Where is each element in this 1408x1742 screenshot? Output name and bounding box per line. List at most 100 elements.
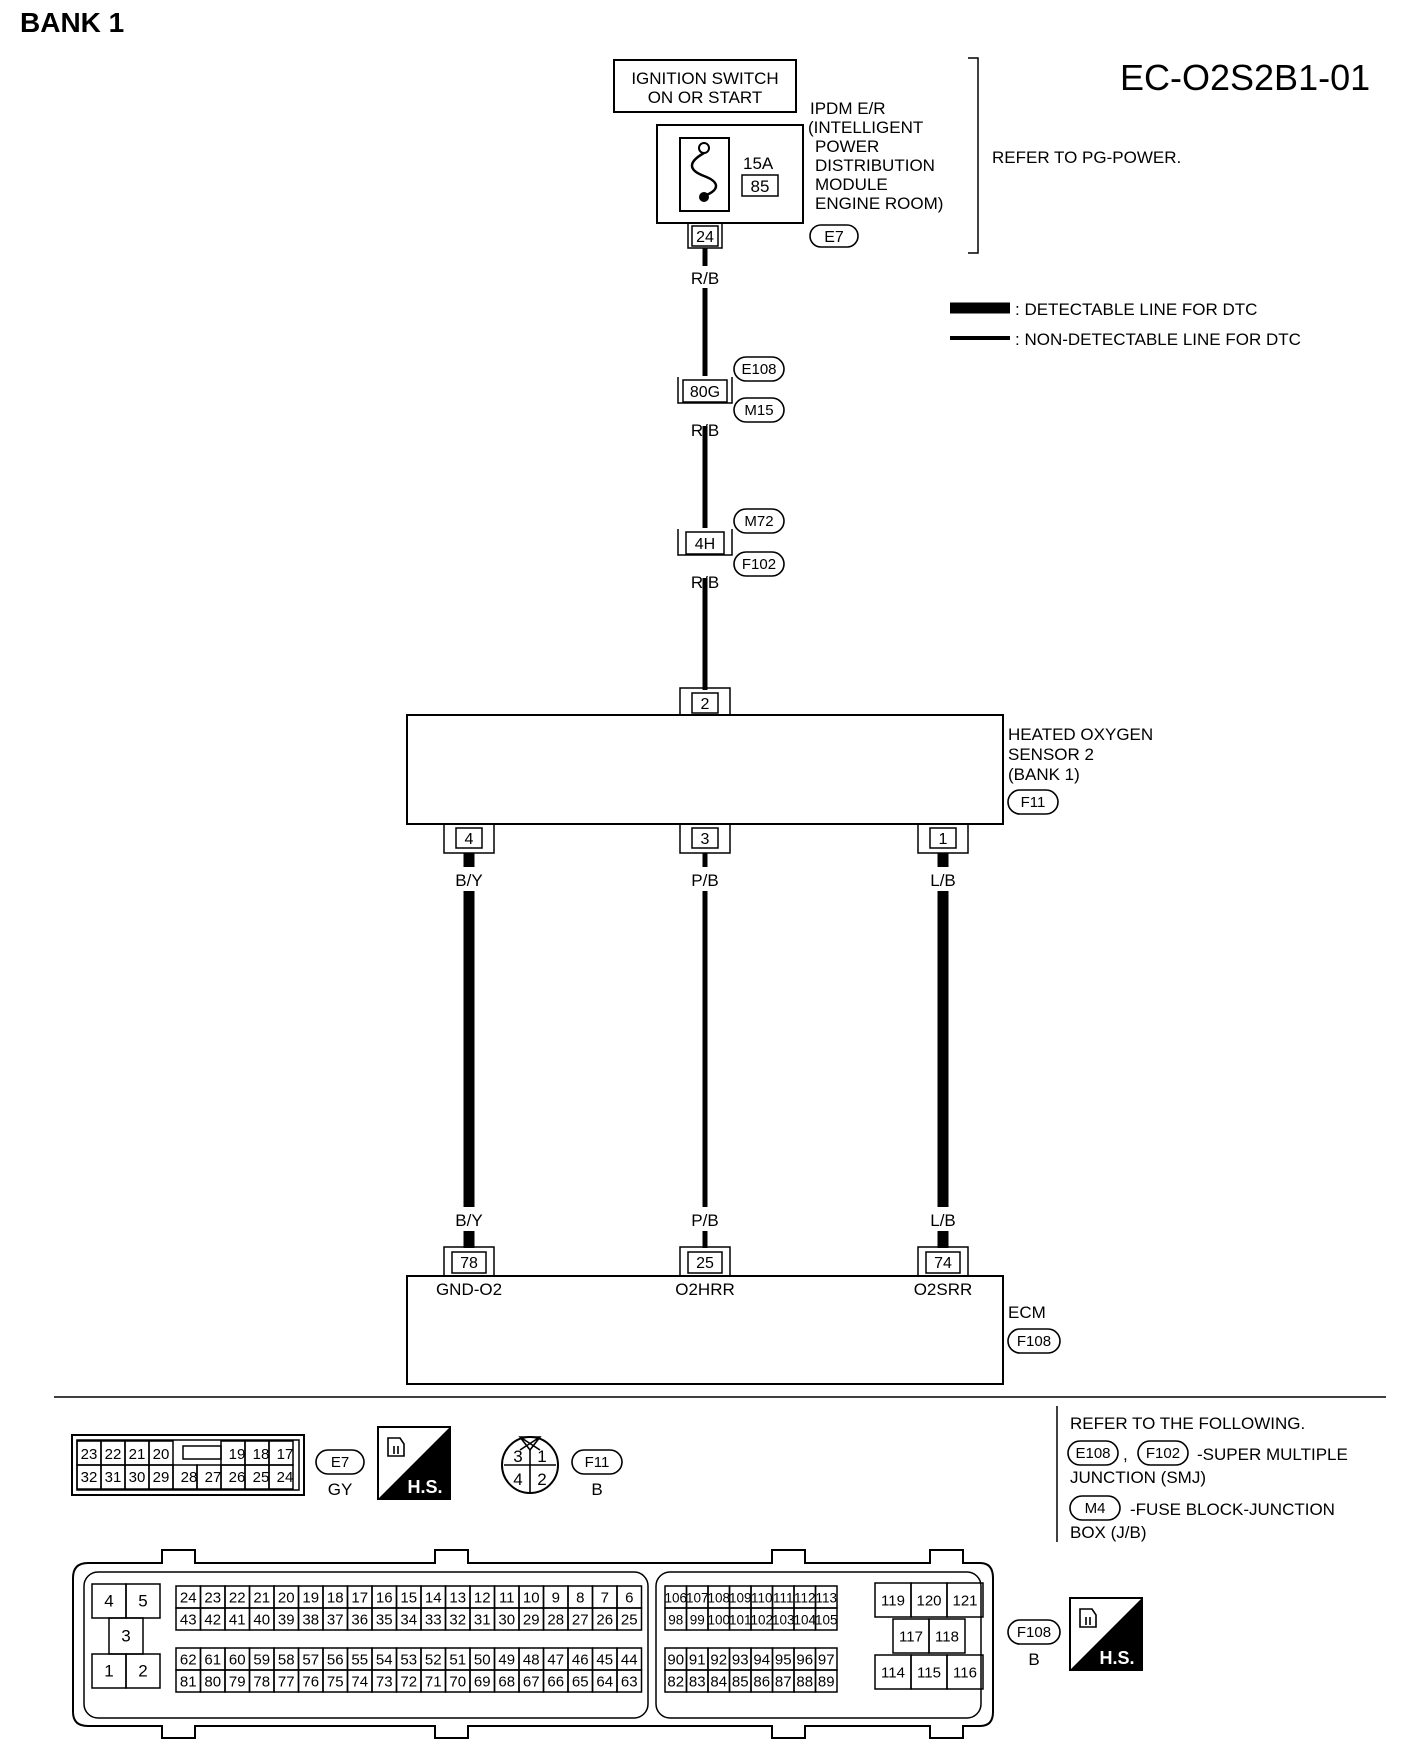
ecm-pin: 48	[523, 1652, 540, 1669]
ecm-pin-cell	[616, 1669, 643, 1693]
ecm-pin: 111	[773, 1591, 794, 1606]
ecm-pin: 88	[796, 1674, 813, 1691]
power-refer-bracket	[968, 57, 979, 254]
m15-badge	[733, 397, 785, 423]
ecm-pin: 103	[772, 1613, 795, 1628]
ecm-pin: 68	[498, 1674, 515, 1691]
sensor-pin-2-bracket	[679, 687, 731, 715]
ecm-pin: 2	[138, 1662, 147, 1681]
ecm-pin: 35	[376, 1612, 393, 1629]
ecm-pin: 8	[576, 1590, 584, 1607]
ecm-pin: 52	[425, 1652, 442, 1669]
refer-separator: ,	[1123, 1445, 1128, 1464]
e108-badge-label: E108	[741, 361, 776, 378]
fuse-number-box	[741, 174, 779, 197]
ecm-pin: 12	[474, 1590, 491, 1607]
f102-badge	[733, 551, 785, 577]
ecm-pin: 16	[376, 1590, 393, 1607]
ecm-label: ECM	[1008, 1303, 1046, 1322]
e7-pin: 20	[153, 1446, 170, 1463]
ecm-pin-25-bracket	[679, 1246, 731, 1276]
ecm-pin: 83	[689, 1674, 706, 1691]
junction-80g-bracket	[677, 377, 733, 404]
ecm-pin: 60	[229, 1652, 246, 1669]
e7-badge	[809, 224, 859, 248]
ecm-pin: 9	[552, 1590, 560, 1607]
ecm-pin: 14	[425, 1590, 442, 1607]
ecm-pin: 80	[204, 1674, 221, 1691]
e7-pin: 21	[129, 1446, 146, 1463]
ecm-pin: 110	[751, 1591, 773, 1606]
f11-badge-face	[571, 1449, 623, 1475]
refer-smj-text-1: -SUPER MULTIPLE	[1197, 1445, 1348, 1464]
refer-m4-label: M4	[1085, 1500, 1106, 1517]
f11-badge-label: F11	[1021, 794, 1046, 811]
ecm-pin: 70	[449, 1674, 466, 1691]
supply-color-1: R/B	[691, 269, 719, 288]
ipdm-line-2: (INTELLIGENT	[808, 118, 923, 137]
ecm-pin: 100	[707, 1613, 730, 1628]
ecm-pin-78-bracket	[443, 1246, 495, 1276]
ecm-pin: 40	[253, 1612, 270, 1629]
ecm-pin: 104	[793, 1613, 816, 1628]
ecm-pin: 42	[204, 1612, 221, 1629]
ipdm-line-5: MODULE	[815, 175, 888, 194]
e7-pin: 18	[253, 1446, 270, 1463]
diagram-id: EC-O2S2B1-01	[1120, 57, 1370, 98]
m72-badge-label: M72	[744, 513, 773, 530]
wire-label-bg-1	[684, 266, 726, 288]
ecm-pin-cell	[125, 1653, 161, 1689]
ecm-pin: 75	[327, 1674, 344, 1691]
e7-badge-face	[315, 1449, 365, 1475]
ipdm-line-4: DISTRIBUTION	[815, 156, 935, 175]
ecm-pin: 119	[881, 1593, 905, 1610]
refer-m4-badge	[1069, 1495, 1121, 1521]
ecm-pin-78: 78	[460, 1255, 478, 1272]
ecm-pin-cell	[814, 1669, 838, 1693]
wire-label-bg-pb-top	[681, 867, 729, 891]
ecm-pin: 105	[815, 1613, 838, 1628]
sensor-pin-2: 2	[701, 696, 710, 713]
ignition-line-2: ON OR START	[648, 88, 763, 107]
harness-side-icon: H.S.	[1069, 1597, 1143, 1671]
ecm-pin: 3	[121, 1627, 130, 1646]
ecm-pin: 113	[815, 1591, 837, 1606]
junction-80g-box	[682, 379, 728, 403]
e7-pin: 23	[81, 1446, 98, 1463]
hs-label-2: H.S.	[1099, 1648, 1134, 1668]
ecm-pin: 99	[690, 1613, 705, 1628]
ecm-pin-74-bracket	[917, 1246, 969, 1276]
ecm-pin-cell	[946, 1582, 984, 1618]
ecm-pin: 69	[474, 1674, 491, 1691]
ecm-pin: 64	[596, 1674, 613, 1691]
junction-80g-pin: 80G	[690, 384, 720, 401]
ecm-pin: 96	[796, 1652, 813, 1669]
ecm-signal-gnd: GND-O2	[436, 1280, 502, 1299]
ecm-pin: 46	[572, 1652, 589, 1669]
ecm-pin: 32	[449, 1612, 466, 1629]
harness-side-icon: H.S.	[377, 1426, 451, 1500]
ecm-box	[406, 1275, 1004, 1385]
e7-pin: 28	[181, 1469, 198, 1486]
supply-color-2: R/B	[691, 421, 719, 440]
ecm-pin: 77	[278, 1674, 295, 1691]
e7-pin: 31	[105, 1469, 122, 1486]
e7-pin: 25	[253, 1469, 270, 1486]
ecm-pin: 57	[302, 1652, 319, 1669]
ipdm-line-3: POWER	[815, 137, 879, 156]
ecm-signal-o2hrr: O2HRR	[675, 1280, 735, 1299]
ecm-pin: 17	[351, 1590, 368, 1607]
ecm-pin-cell	[946, 1654, 984, 1690]
ecm-pin: 15	[400, 1590, 417, 1607]
ecm-pin: 54	[376, 1652, 393, 1669]
e7-pin: 26	[229, 1469, 246, 1486]
e7-pin: 30	[129, 1469, 146, 1486]
ecm-pin: 102	[750, 1613, 773, 1628]
ecm-pin: 7	[601, 1590, 609, 1607]
refer-f102-badge	[1137, 1440, 1189, 1466]
e108-badge	[733, 356, 785, 382]
ecm-pin: 5	[138, 1592, 147, 1611]
wire-label-bg-by-bot	[445, 1207, 493, 1231]
